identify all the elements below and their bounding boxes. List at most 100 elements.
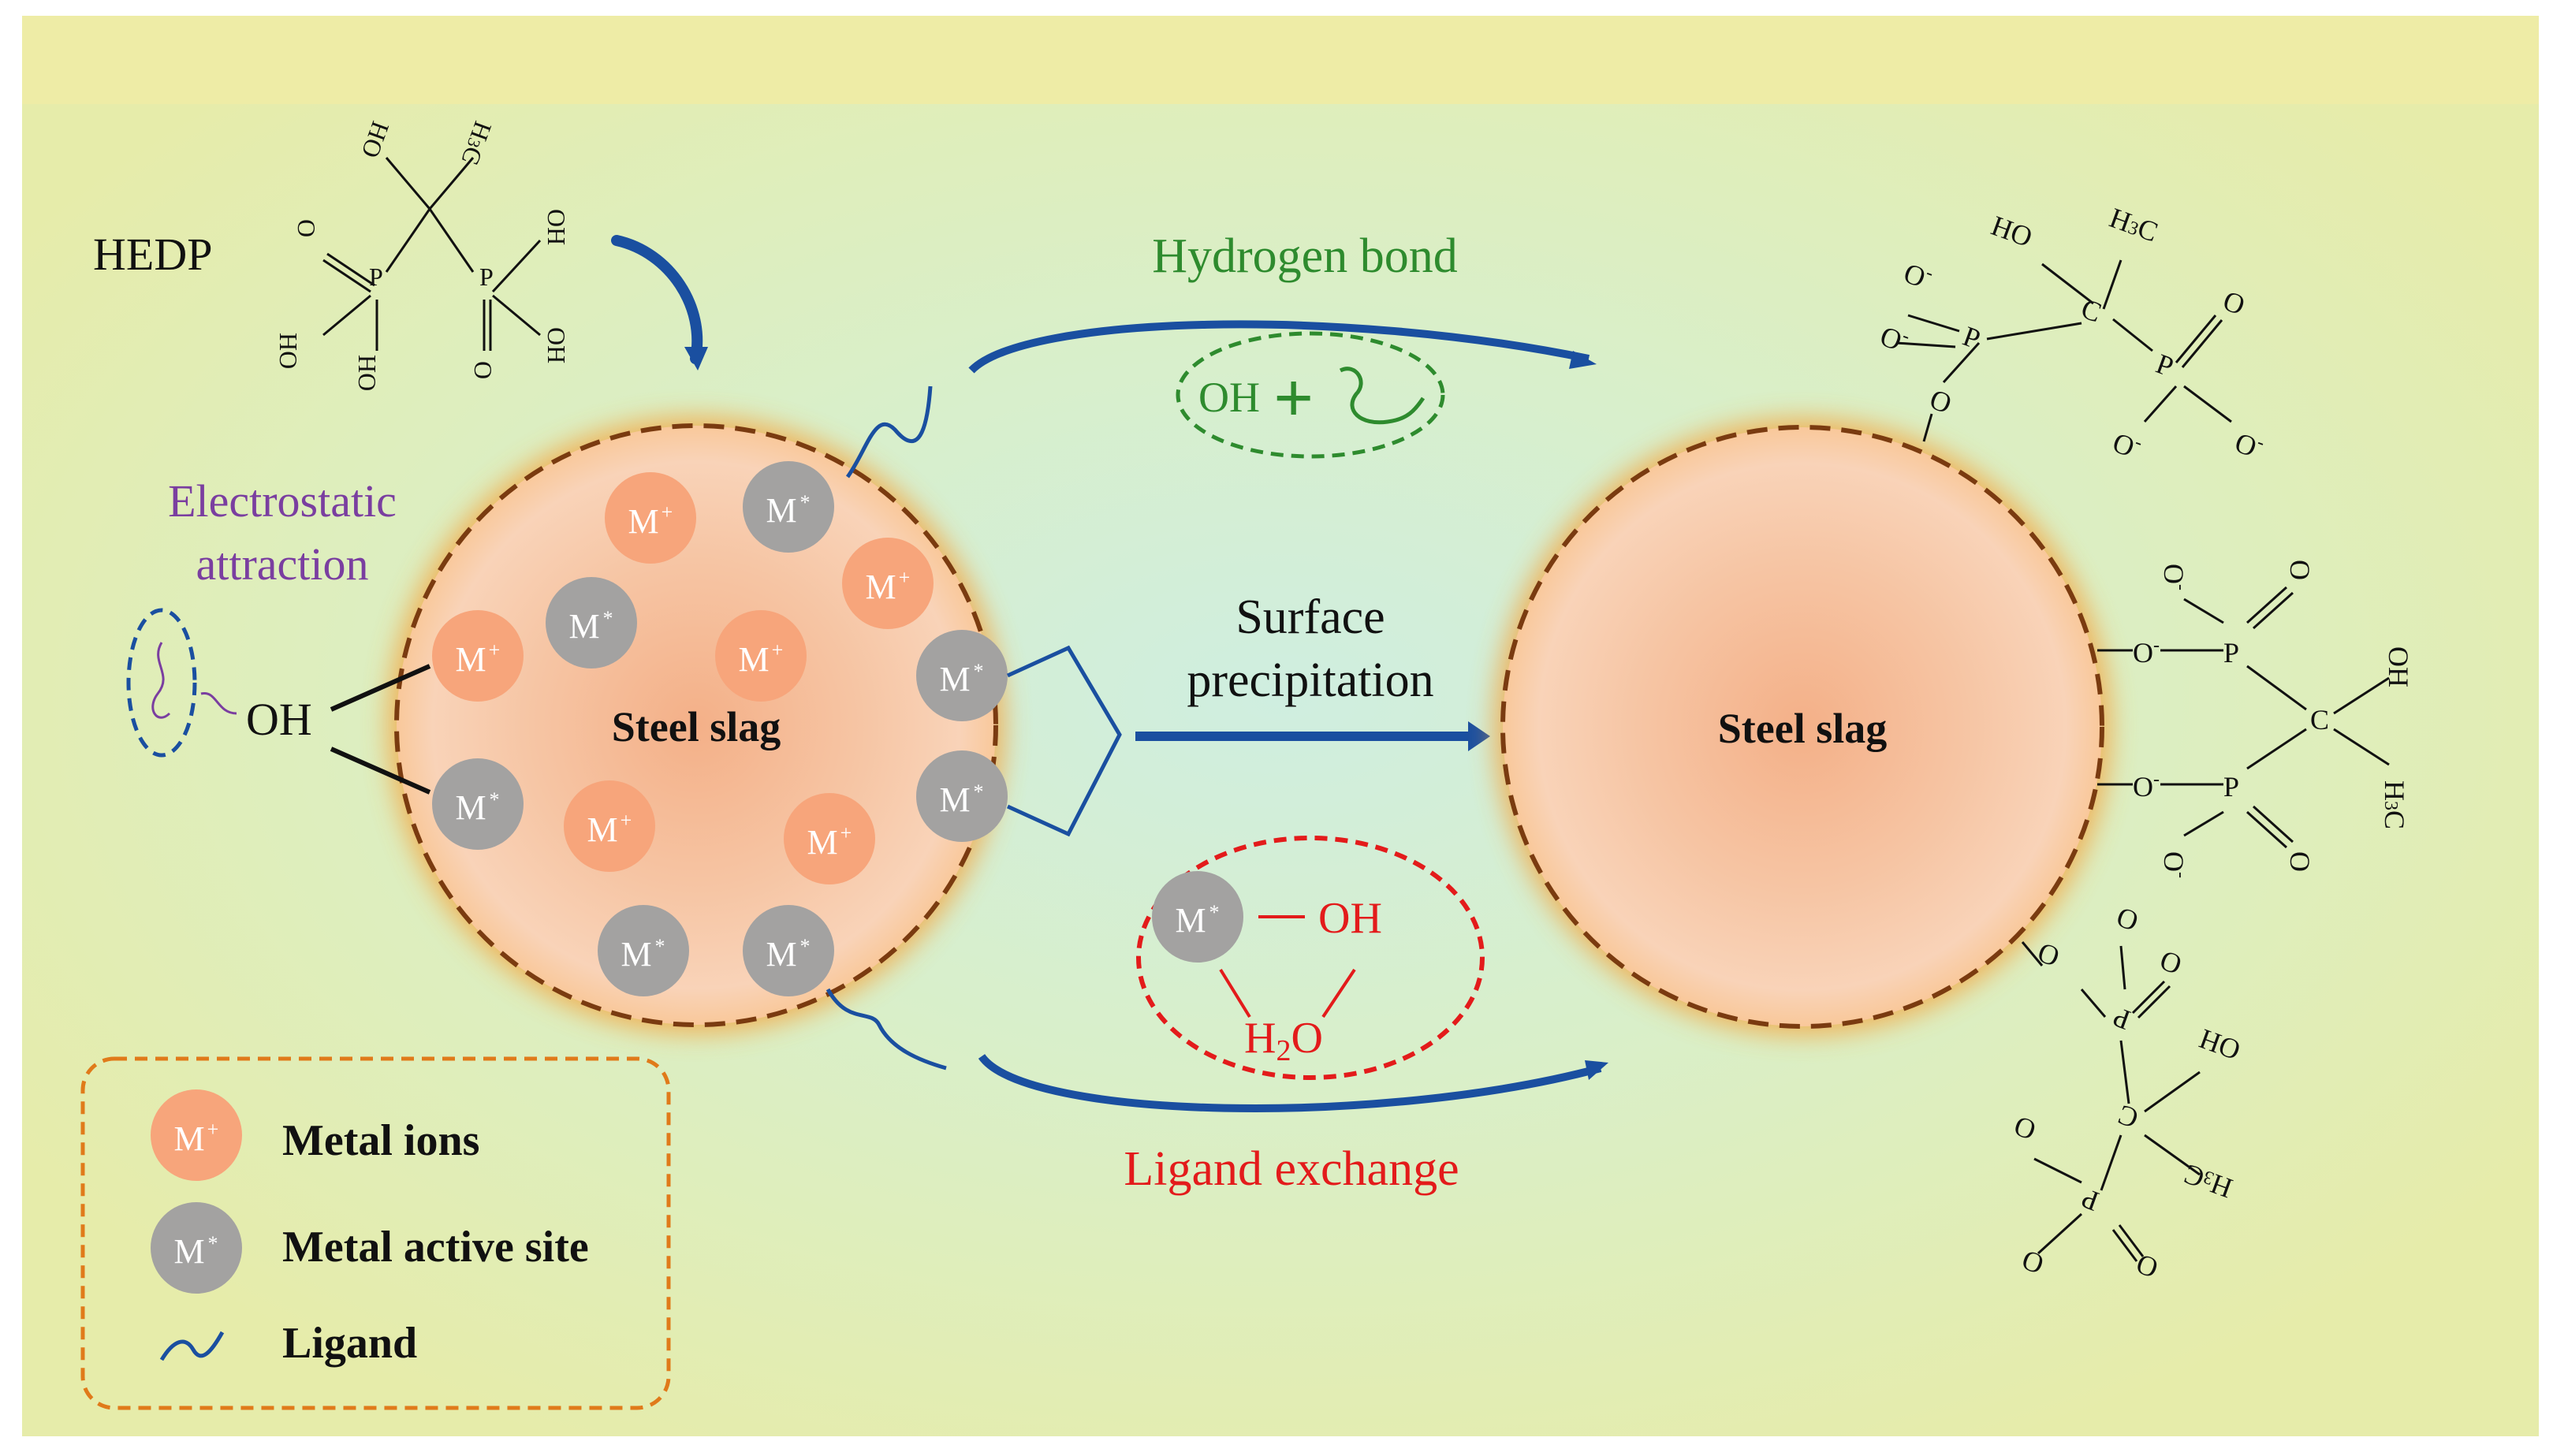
legend-metal-ion-swatch: M + [151,1089,242,1181]
metal-site-star: * [974,780,984,803]
electrostatic-label-line2: attraction [196,538,368,590]
ligand-exchange-label: Ligand exchange [1124,1142,1459,1196]
atom-p: P [2223,637,2239,668]
legend-metal-site-swatch: M * [151,1202,242,1294]
atom-o: O [293,219,321,237]
atom-o-minus: O- [2158,564,2191,590]
electrostatic-label-line1: Electrostatic [168,475,397,527]
green-ligand-squiggle [1339,367,1426,425]
metal-active-site-marker: M * [432,758,524,850]
metal-site-label: M [766,491,796,530]
metal-site-label: M [1175,901,1206,940]
top-band [22,16,2539,104]
metal-ion-charge: + [772,639,784,661]
surface-precipitation-line2: precipitation [1187,654,1433,707]
metal-ion-marker: M + [784,793,875,884]
adsorbed-hedp-bottom [2021,941,2201,1262]
hedp-molecule [322,157,542,351]
atom-o-minus: O- [2158,851,2191,878]
legend-metal-active-site: Metal active site [282,1223,589,1272]
metal-ion-charge: + [207,1118,219,1141]
atom-ho: HO [274,333,303,369]
ligand-exchange-arrowhead [1585,1060,1608,1080]
metal-site-label: M [939,660,970,698]
metal-active-site-marker: M * [546,577,637,668]
metal-site-star: * [490,788,500,811]
metal-site-star: * [800,935,811,958]
atom-o-minus: O- [2133,635,2160,668]
metal-site-label: M [939,780,970,819]
left-steel-slag-particle: Steel slag [387,416,1005,1034]
metal-ion-label: M [455,640,486,679]
water-label: H2O [1244,1014,1323,1067]
metal-site-star: * [603,607,613,630]
ligand-exchange-ellipse [1136,836,1485,1080]
atom-c: C [2310,704,2329,735]
atom-o: O [469,361,498,379]
metal-ion-label: M [807,823,837,862]
legend-ligand: Ligand [282,1319,417,1368]
metal-ion-charge: + [840,821,852,844]
metal-ion-label: M [738,640,769,679]
atom-p: P [2223,771,2239,802]
bond-line [1321,968,1356,1018]
metal-active-site-marker: M * [916,630,1008,721]
metal-ion-marker: M + [842,538,934,629]
oh-tether [200,692,237,715]
ligand-exchange-oh: OH [1318,894,1382,943]
hydrogen-bond-arrowhead [1569,351,1597,369]
adsorbed-hedp-middle [2097,586,2390,849]
metal-site-star: * [655,935,665,958]
metal-ion-charge: + [621,809,632,832]
metal-site-label: M [455,788,486,827]
atom-p: P [369,263,383,291]
atom-p: P [479,263,494,291]
atom-oh: OH [542,209,571,245]
ligand-dashed-ellipse [126,608,197,758]
hydrogen-bond-arrow [968,320,1590,374]
metal-site-label: M [568,607,599,646]
hedp-approach-arrow [611,235,703,364]
atom-o: O [2284,851,2316,872]
metal-active-site-marker: M * [743,461,834,553]
adsorbed-hedp-middle-atoms: O- O- P P C O- O OH H3C O O- [2133,560,2414,878]
metal-ion-label: M [628,502,658,541]
atom-o-minus: O- [2133,769,2160,802]
surface-precipitation-arrowhead [1468,721,1490,751]
hedp-arrowhead [684,347,708,371]
ligand-top [845,385,933,479]
ligand-exchange-arrow [978,1053,1602,1112]
adsorbed-hedp-top-atoms: HO H3C C P P O- O- O O O- O- [1876,202,2267,464]
metal-ion-marker: M + [564,780,655,872]
bond-line [330,747,431,795]
metal-site-label: M [173,1232,204,1271]
ligand-squiggle [151,642,171,719]
hedp-label: HEDP [93,229,212,280]
surface-bracket [1006,645,1122,837]
legend: M + Metal ions M * Metal active site Lig… [80,1056,671,1410]
steel-slag-label: Steel slag [1718,705,1887,752]
metal-active-site-marker: M * [743,905,834,996]
plus-sign: + [1273,359,1314,438]
metal-ion-charge: + [489,639,501,661]
metal-ion-marker: M + [432,610,524,702]
metal-ion-marker: M + [605,472,696,564]
atom-o: O [2284,560,2316,580]
right-steel-slag-particle: Steel slag [1493,418,2111,1036]
metal-site-star: * [800,491,811,514]
oh-label: OH [246,694,312,745]
metal-ion-label: M [587,810,617,849]
atom-ho: HO [353,355,382,391]
atom-oh: OH [542,327,571,363]
metal-site-star: * [1209,901,1220,924]
ligand-exchange-active-site: M * [1152,871,1243,963]
metal-site-label: M [621,935,651,974]
atom-oh: OH [2383,646,2414,687]
metal-active-site-marker: M * [916,750,1008,842]
metal-ion-marker: M + [715,610,807,702]
metal-site-label: M [766,935,796,974]
metal-site-star: * [974,660,984,683]
ligand-bottom [826,988,947,1071]
metal-ion-charge: + [662,501,673,523]
metal-site-star: * [208,1232,218,1255]
